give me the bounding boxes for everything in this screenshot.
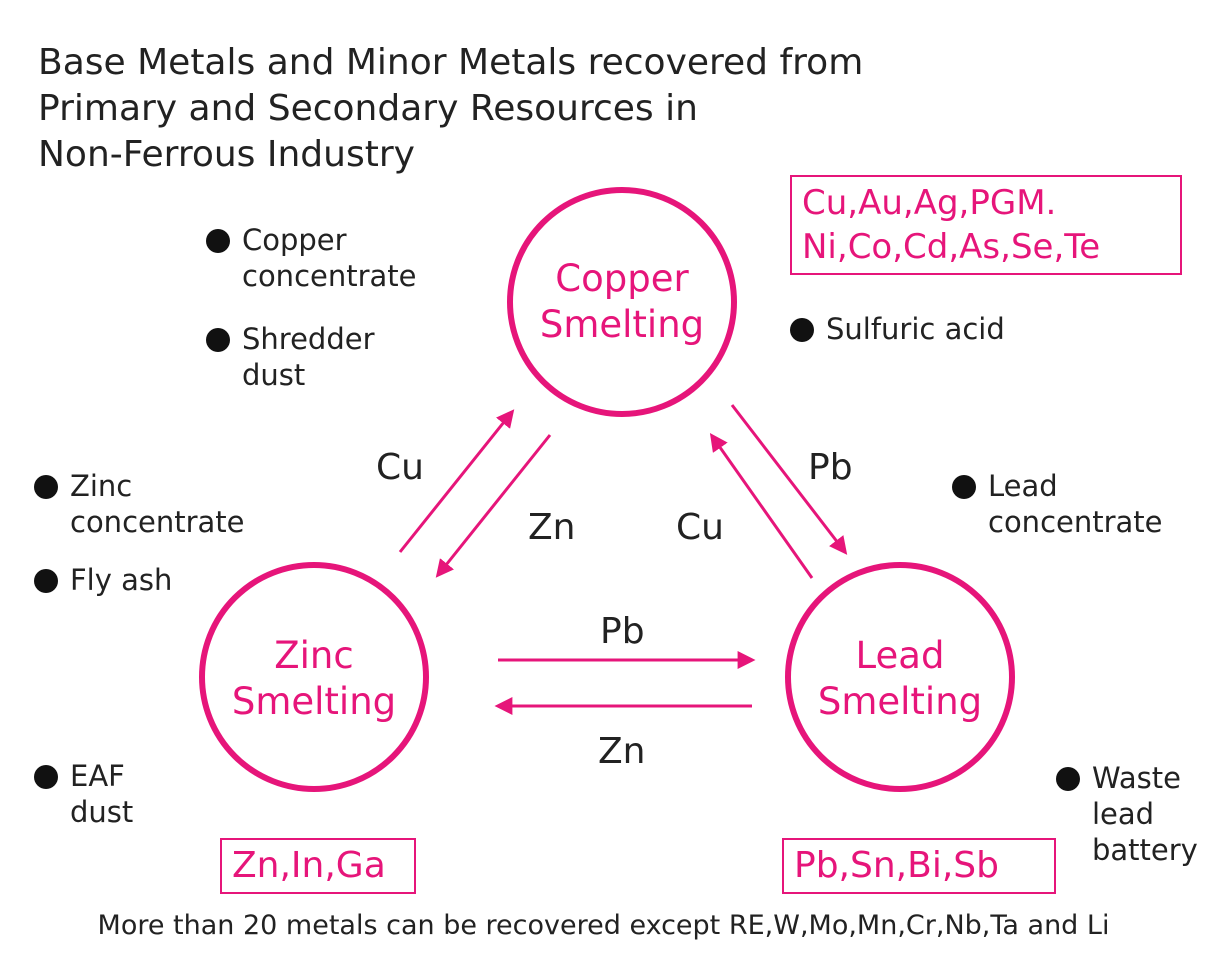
input-sulfuric-acid: Sulfuric acid — [790, 311, 1005, 347]
flow-label-lead-to-zinc: Zn — [598, 731, 646, 772]
bullet-icon — [952, 475, 976, 499]
input-lead-concentrate: Lead concentrate — [952, 468, 1163, 540]
copper-smelting-line-2: Smelting — [539, 303, 705, 346]
zinc-metals-text: Zn,In,Ga — [232, 845, 386, 886]
input-line: concentrate — [70, 505, 245, 539]
lead-smelting-line-1: Lead — [855, 634, 945, 677]
flow-label-zinc-to-lead: Pb — [600, 611, 645, 652]
input-waste-lead-battery: Waste lead battery — [1056, 760, 1198, 868]
input-line: concentrate — [988, 505, 1163, 539]
input-line: Waste — [1092, 761, 1181, 795]
copper-smelting-label: Copper Smelting — [522, 256, 722, 348]
input-line: lead — [1092, 797, 1155, 831]
bullet-icon — [34, 765, 58, 789]
bullet-icon — [34, 569, 58, 593]
diagram-title: Base Metals and Minor Metals recovered f… — [38, 40, 863, 178]
input-zinc-concentrate: Zinc concentrate — [34, 468, 245, 540]
copper-metals-line-1: Cu,Au,Ag,PGM. — [802, 183, 1057, 223]
flow-label-zinc-to-copper: Cu — [376, 447, 424, 488]
bullet-icon — [206, 328, 230, 352]
bullet-icon — [34, 475, 58, 499]
bullet-icon — [790, 318, 814, 342]
arrow-zinc-to-copper — [398, 409, 515, 553]
arrow-copper-to-zinc — [435, 434, 552, 578]
input-shredder-dust: Shredder dust — [206, 321, 375, 393]
input-line: Zinc — [70, 469, 133, 503]
zinc-smelting-circle — [199, 562, 429, 792]
input-eaf-dust: EAF dust — [34, 758, 133, 830]
zinc-metals-box: Zn,In,Ga — [220, 838, 416, 894]
title-line-1: Base Metals and Minor Metals recovered f… — [38, 42, 864, 83]
zinc-smelting-line-1: Zinc — [274, 634, 354, 677]
input-line: Sulfuric acid — [826, 312, 1005, 346]
flow-label-lead-to-copper: Cu — [676, 507, 724, 548]
flow-label-copper-to-lead: Pb — [808, 447, 853, 488]
bullet-icon — [206, 229, 230, 253]
input-line: dust — [70, 795, 134, 829]
input-line: Copper — [242, 223, 347, 257]
lead-metals-text: Pb,Sn,Bi,Sb — [794, 845, 999, 886]
arrow-lead-to-copper — [709, 433, 814, 579]
copper-smelting-line-1: Copper — [555, 257, 689, 300]
input-line: concentrate — [242, 259, 417, 293]
lead-smelting-line-2: Smelting — [817, 680, 983, 723]
copper-smelting-circle — [507, 187, 737, 417]
input-line: battery — [1092, 833, 1198, 867]
input-line: EAF — [70, 759, 125, 793]
input-line: Shredder — [242, 322, 375, 356]
input-line: Lead — [988, 469, 1058, 503]
zinc-smelting-line-2: Smelting — [231, 680, 397, 723]
input-copper-concentrate: Copper concentrate — [206, 222, 417, 294]
zinc-smelting-label: Zinc Smelting — [214, 633, 414, 725]
title-line-2: Primary and Secondary Resources in — [38, 88, 698, 129]
arrow-copper-to-lead — [730, 404, 848, 555]
input-line: dust — [242, 358, 306, 392]
input-line: Fly ash — [70, 563, 173, 597]
title-line-3: Non-Ferrous Industry — [38, 134, 415, 175]
input-fly-ash: Fly ash — [34, 562, 172, 598]
copper-metals-line-2: Ni,Co,Cd,As,Se,Te — [802, 227, 1101, 267]
copper-metals-box: Cu,Au,Ag,PGM. Ni,Co,Cd,As,Se,Te — [790, 175, 1182, 275]
bullet-icon — [1056, 767, 1080, 791]
footer-note: More than 20 metals can be recovered exc… — [97, 910, 1110, 941]
lead-smelting-circle — [785, 562, 1015, 792]
lead-smelting-label: Lead Smelting — [800, 633, 1000, 725]
lead-metals-box: Pb,Sn,Bi,Sb — [782, 838, 1056, 894]
flow-label-copper-to-zinc: Zn — [528, 507, 576, 548]
